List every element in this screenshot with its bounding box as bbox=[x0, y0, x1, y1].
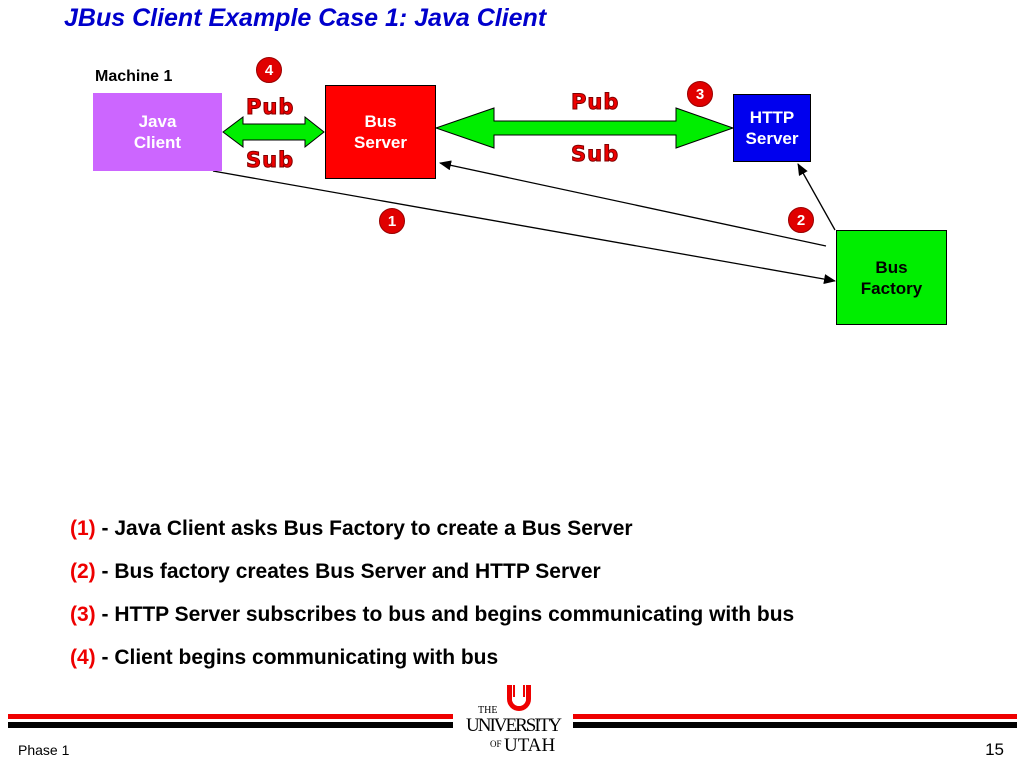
step-list: (1) - Java Client asks Bus Factory to cr… bbox=[70, 517, 794, 689]
footer-rule-black-left bbox=[8, 722, 453, 728]
step-item: (3) - HTTP Server subscribes to bus and … bbox=[70, 603, 794, 646]
logo-of: OF bbox=[490, 739, 502, 749]
bus-server-line2: Server bbox=[354, 133, 407, 152]
step-item: (1) - Java Client asks Bus Factory to cr… bbox=[70, 517, 794, 560]
step-item: (4) - Client begins communicating with b… bbox=[70, 646, 794, 689]
step-text: - Java Client asks Bus Factory to create… bbox=[95, 517, 633, 540]
step-badge-3: 3 bbox=[687, 81, 713, 107]
step-badge-1: 1 bbox=[379, 208, 405, 234]
java-client-line1: Java bbox=[138, 112, 177, 131]
logo-the: THE bbox=[478, 705, 497, 716]
arrow-client-to-factory bbox=[212, 170, 836, 285]
bus-factory-line1: Bus bbox=[875, 257, 908, 277]
pub-label-left: Pub bbox=[245, 95, 295, 120]
arrow-factory-to-server bbox=[439, 160, 827, 247]
step-number: (3) bbox=[70, 603, 96, 626]
step-badge-4: 4 bbox=[256, 57, 282, 83]
step-text: - HTTP Server subscribes to bus and begi… bbox=[95, 603, 795, 626]
pubsub-arrow-client-server bbox=[222, 115, 325, 149]
http-server-line1: HTTP bbox=[749, 108, 795, 127]
arrow-factory-to-http bbox=[797, 163, 836, 231]
sub-label-left: Sub bbox=[245, 148, 295, 173]
machine-label: Machine 1 bbox=[95, 68, 173, 85]
bus-server-line1: Bus bbox=[364, 112, 397, 131]
sub-label-right: Sub bbox=[570, 142, 620, 167]
step-badge-2: 2 bbox=[788, 207, 814, 233]
step-number: (4) bbox=[70, 646, 96, 669]
footer-rule-black-right bbox=[573, 722, 1017, 728]
logo-university: UNIVERSITY bbox=[466, 715, 562, 736]
java-client-line2: Client bbox=[133, 133, 182, 152]
pub-label-right: Pub bbox=[570, 90, 620, 115]
footer-rule-red-left bbox=[8, 714, 453, 719]
page-number: 15 bbox=[985, 740, 1004, 759]
bus-factory-line2: Factory bbox=[860, 278, 923, 298]
logo-utah: UTAH bbox=[504, 735, 556, 756]
university-of-utah-logo: THE UNIVERSITY OF UTAH bbox=[466, 685, 562, 756]
footer-rule-red-right bbox=[573, 714, 1017, 719]
step-item: (2) - Bus factory creates Bus Server and… bbox=[70, 560, 794, 603]
http-server-node: HTTP Server bbox=[733, 94, 811, 162]
step-text: - Bus factory creates Bus Server and HTT… bbox=[95, 560, 601, 583]
slide-title: JBus Client Example Case 1: Java Client bbox=[64, 4, 547, 32]
http-server-line2: Server bbox=[745, 129, 799, 148]
utah-u-icon bbox=[507, 685, 531, 711]
step-number: (1) bbox=[70, 517, 96, 540]
step-number: (2) bbox=[70, 560, 96, 583]
footer-section-label: Phase 1 bbox=[18, 742, 70, 758]
step-text: - Client begins communicating with bus bbox=[95, 646, 499, 669]
